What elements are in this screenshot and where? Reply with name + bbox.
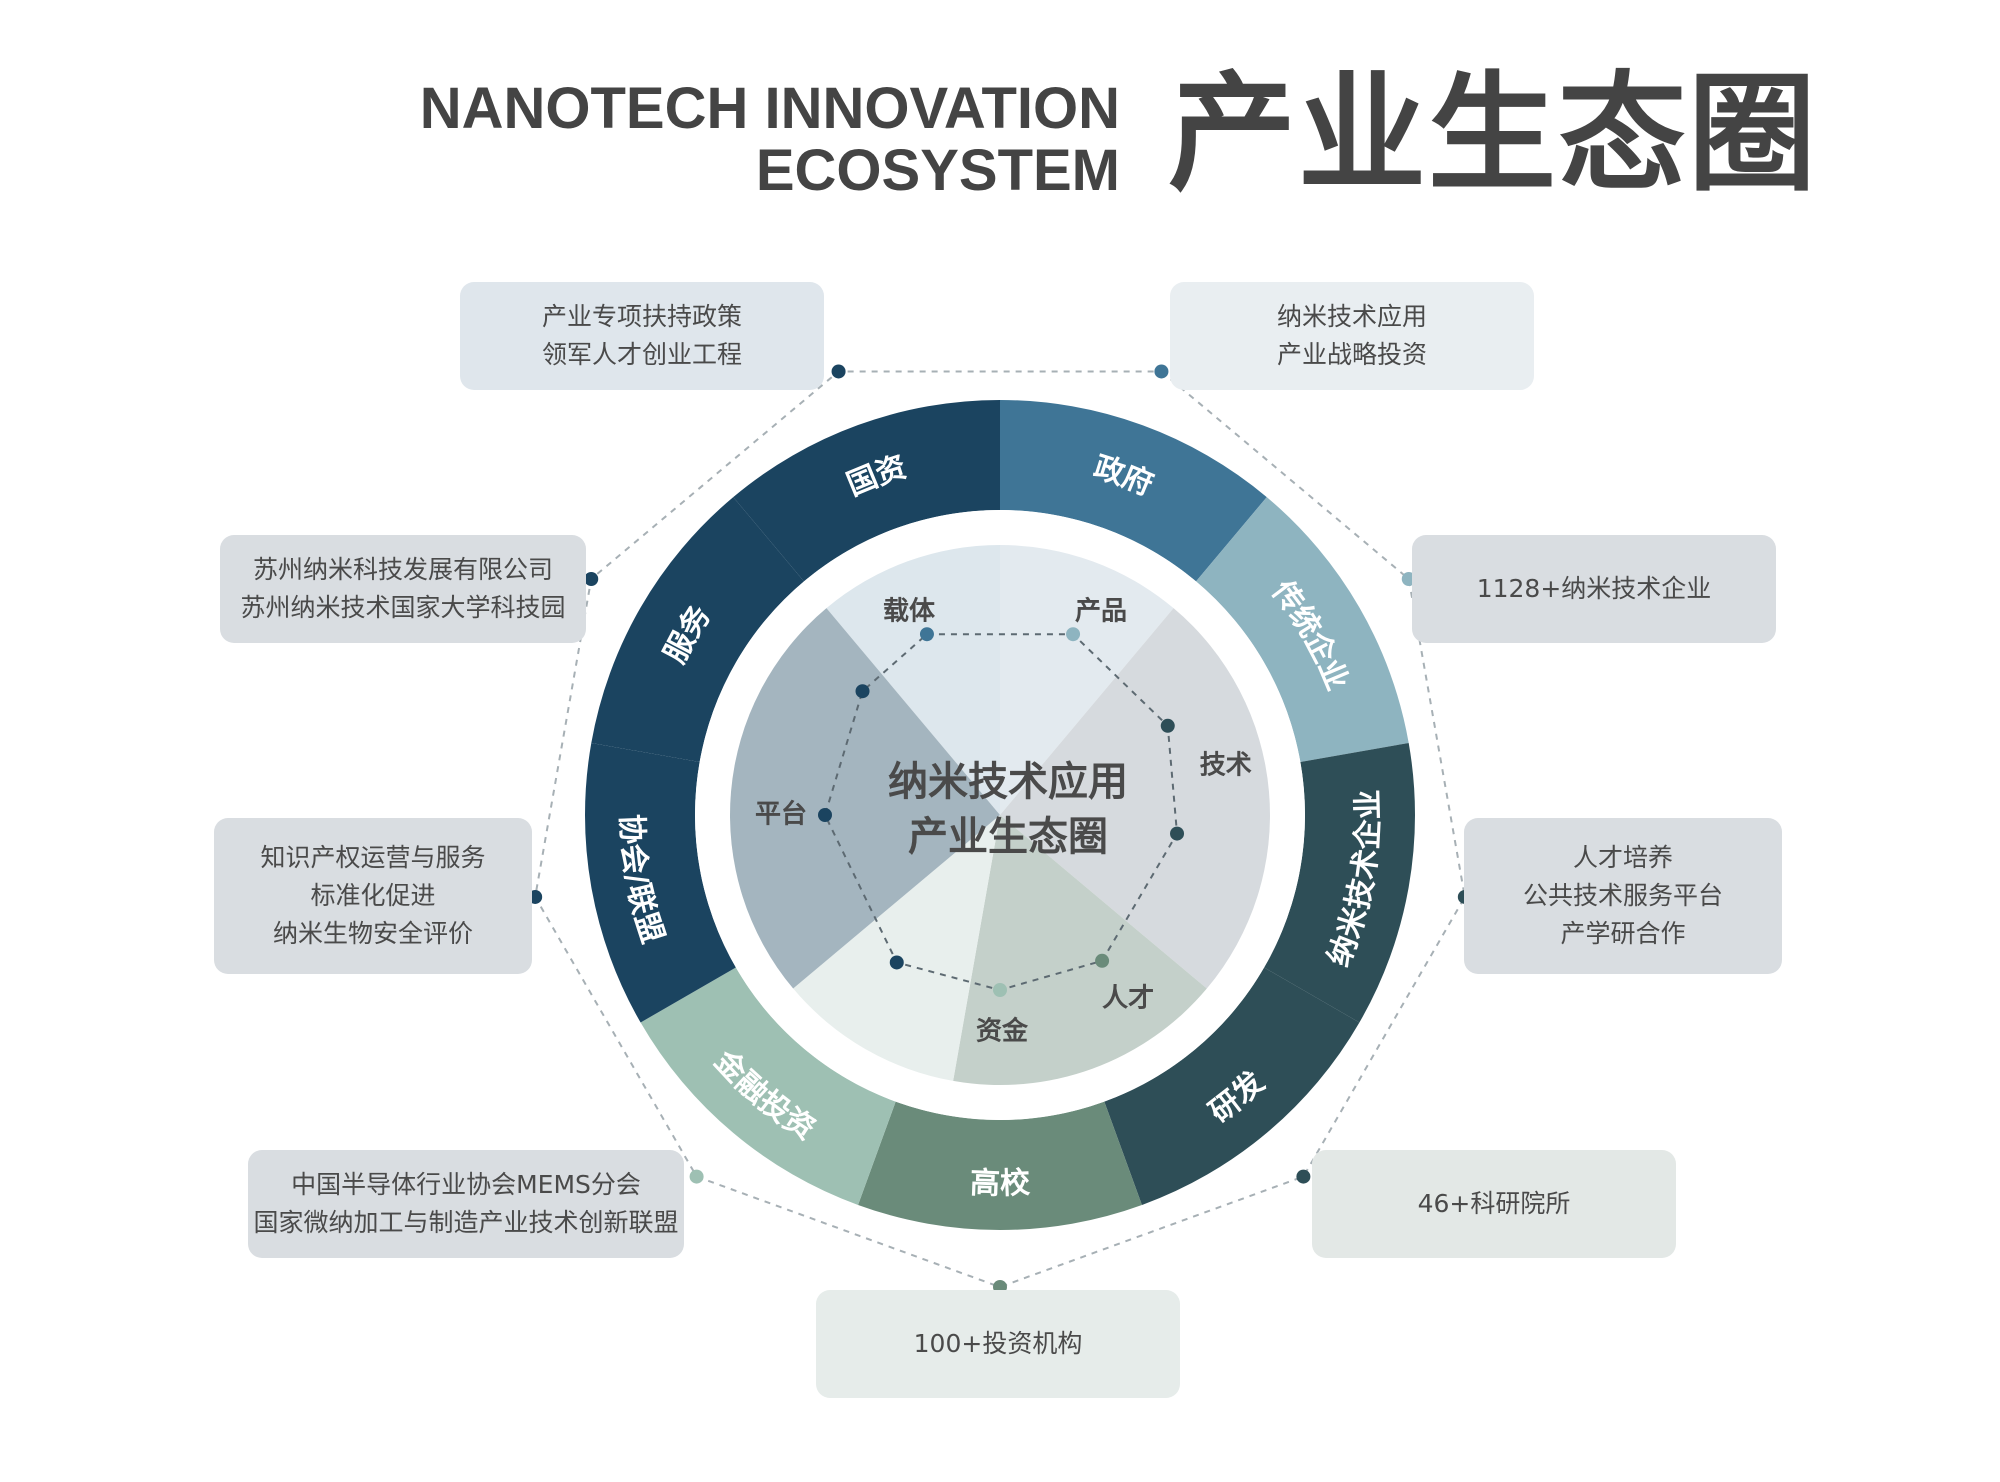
info-box-line: 中国半导体行业协会MEMS分会 (291, 1170, 641, 1199)
info-box-line: 领军人才创业工程 (541, 340, 742, 369)
info-box-universities: 46+科研院所 (1312, 1150, 1676, 1258)
inner-polygon-dot (818, 808, 832, 822)
center-title: 纳米技术应用 产业生态圈 (888, 759, 1128, 860)
outer-connector-dot (584, 572, 599, 586)
outer-segment (1196, 497, 1409, 763)
inner-segment (730, 608, 1000, 989)
inner-segment-label: 人才 (1102, 983, 1154, 1013)
info-box-line: 苏州纳米科技发展有限公司 (252, 555, 553, 584)
inner-segment (793, 815, 1000, 1081)
outer-nonagon-outline (534, 370, 1466, 1289)
info-box-rnd: 人才培养 公共技术服务平台 产学研合作 (1464, 818, 1782, 974)
info-box-line: 产业战略投资 (1276, 340, 1427, 369)
info-box-line: 产业专项扶持政策 (541, 302, 742, 331)
outer-connector-dot (1154, 364, 1169, 379)
inner-polygon-dot (1160, 718, 1175, 733)
title-english-line1: NANOTECH INNOVATION (419, 76, 1120, 141)
inner-polygon-dot (1066, 627, 1081, 642)
info-box-line: 纳米生物安全评价 (272, 919, 473, 948)
inner-segment (1000, 608, 1270, 989)
inner-segment-label: 产品 (1075, 597, 1127, 627)
info-box-line: 1128+纳米技术企业 (1476, 574, 1712, 603)
outer-segment (584, 742, 736, 1023)
inner-polygon-dot (993, 983, 1007, 997)
info-box-line: 公共技术服务平台 (1522, 881, 1723, 910)
info-box-services: 知识产权运营与服务 标准化促进 纳米生物安全评价 (214, 818, 532, 974)
center-title-line1: 纳米技术应用 (888, 759, 1128, 805)
inner-polygon-dashed-line (823, 633, 1179, 992)
outer-segment (1264, 742, 1416, 1023)
info-box-line: 苏州纳米技术国家大学科技园 (240, 593, 566, 622)
inner-segment-label: 资金 (976, 1016, 1029, 1047)
info-box-government: 产业专项扶持政策 领军人才创业工程 (460, 282, 824, 390)
inner-polygon-dot (1095, 953, 1110, 968)
info-box-line: 国家微纳加工与制造产业技术创新联盟 (253, 1208, 679, 1237)
info-box-line: 纳米技术应用 (1276, 302, 1427, 331)
inner-segment (1000, 545, 1174, 815)
outer-connector-dot (689, 1169, 704, 1184)
inner-polygon-dot (1170, 826, 1185, 841)
title-chinese: 产业生态圈 (1168, 60, 1819, 209)
inner-polygon-dot (919, 627, 934, 642)
title-english-line2: ECOSYSTEM (755, 138, 1120, 203)
nonagon-dashed-line (534, 370, 1466, 1289)
outer-connector-dot (1296, 1169, 1311, 1184)
info-box-line: 标准化促进 (310, 881, 436, 910)
title-english: NANOTECH INNOVATION ECOSYSTEM (420, 78, 1120, 202)
info-box-financial-investment: 100+投资机构 (816, 1290, 1180, 1398)
outer-connector-dot (831, 364, 846, 379)
inner-segment (826, 545, 1000, 815)
info-box-traditional-enterprise: 纳米技术应用 产业战略投资 (1170, 282, 1534, 390)
info-box-line: 知识产权运营与服务 (260, 843, 486, 872)
outer-segment (858, 1101, 1142, 1230)
info-box-state-capital: 苏州纳米科技发展有限公司 苏州纳米技术国家大学科技园 (220, 535, 586, 643)
inner-segment-label: 载体 (883, 597, 936, 627)
info-box-associations: 中国半导体行业协会MEMS分会 国家微纳加工与制造产业技术创新联盟 (248, 1150, 684, 1258)
outer-segment (733, 400, 1000, 582)
inner-polygon-dot (855, 684, 870, 699)
info-box-line: 产学研合作 (1560, 919, 1686, 948)
info-box-line: 100+投资机构 (913, 1329, 1083, 1358)
info-box-nanotech-enterprise: 1128+纳米技术企业 (1412, 535, 1776, 643)
info-box-line: 人才培养 (1572, 843, 1673, 872)
inner-pie (695, 510, 1305, 1120)
inner-segment-label: 技术 (1200, 750, 1252, 780)
outer-segment (1000, 400, 1267, 582)
inner-polygon-dot (889, 955, 904, 970)
info-box-line: 46+科研院所 (1417, 1189, 1571, 1218)
outer-segment (591, 497, 804, 763)
inner-segment-label: 平台 (755, 799, 807, 830)
outer-segment (1104, 967, 1360, 1205)
inner-segment (953, 815, 1207, 1086)
outer-segment (640, 967, 896, 1205)
center-title-line2: 产业生态圈 (908, 814, 1108, 860)
